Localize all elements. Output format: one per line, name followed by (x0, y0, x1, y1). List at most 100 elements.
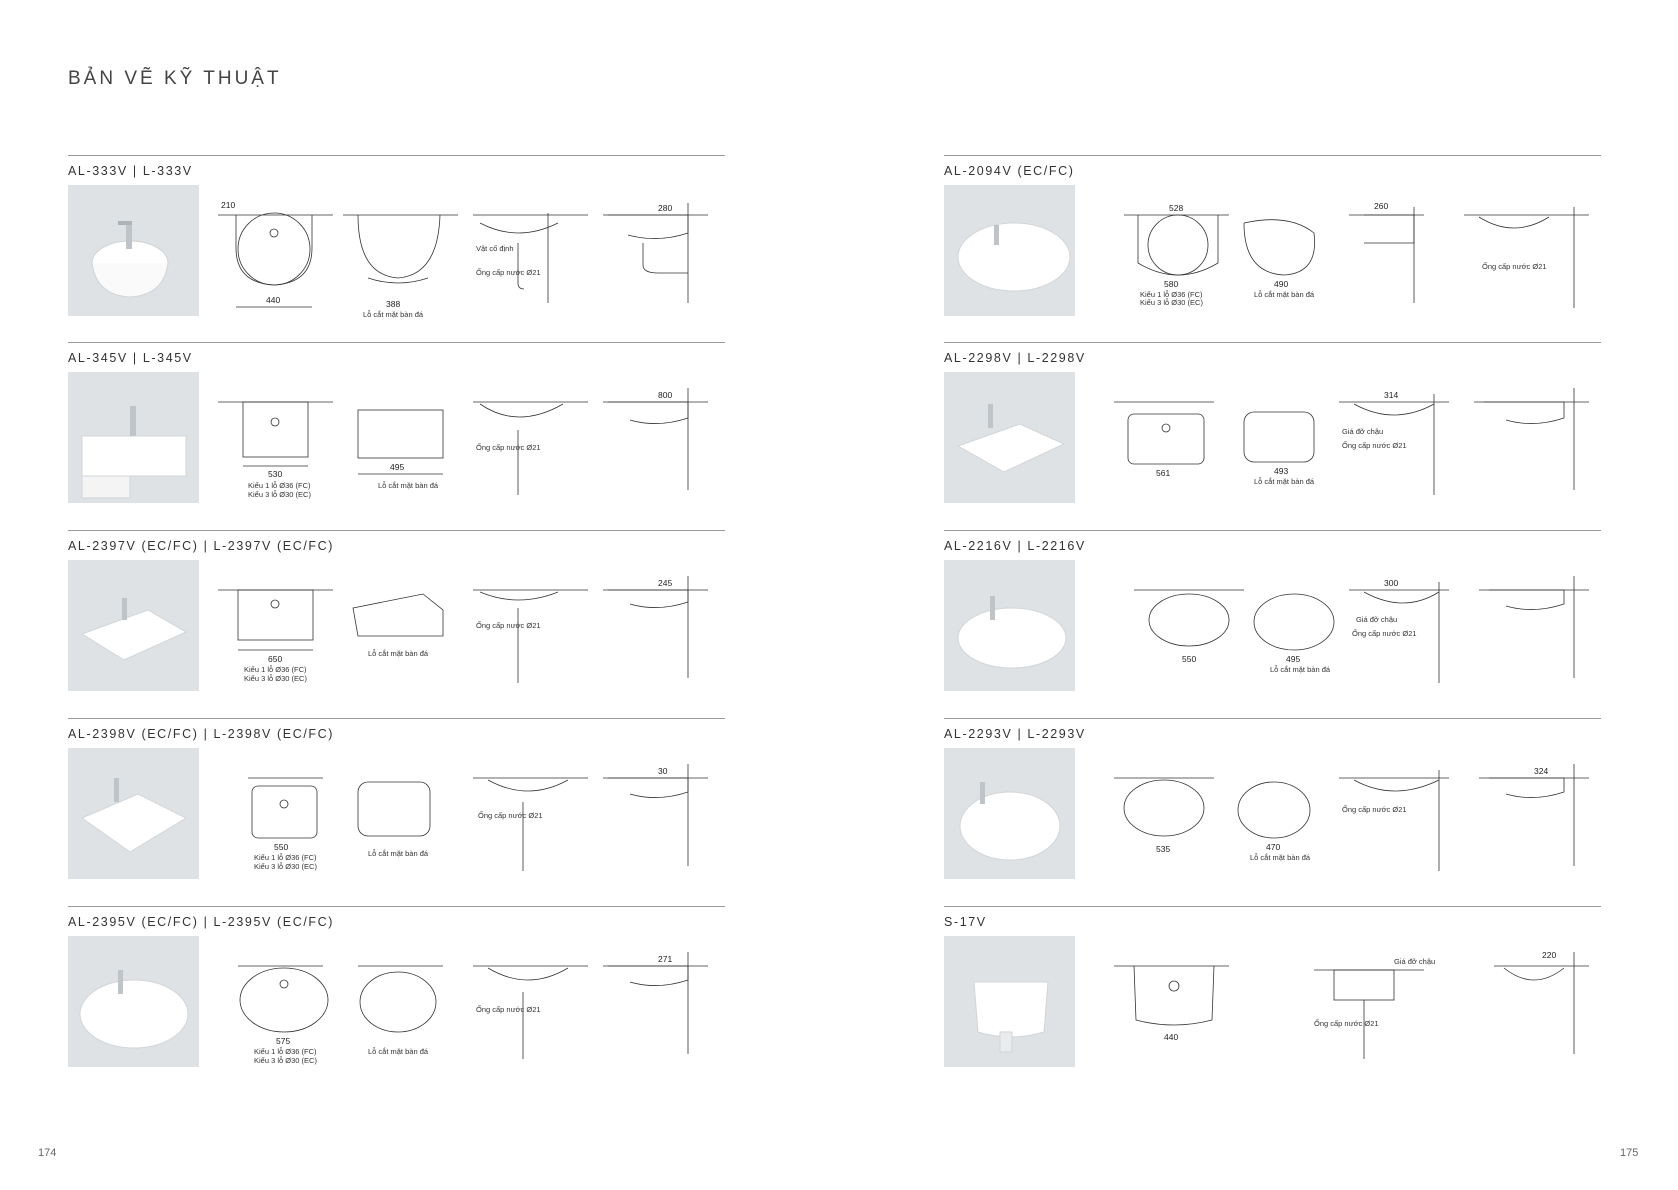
dim-width: 580 (1164, 279, 1178, 289)
dim-depth: 260 (1374, 201, 1388, 211)
supply-label: Ống cấp nước Ø21 (476, 267, 541, 277)
cutout-label: Lỗ cắt mặt bàn đá (1254, 477, 1315, 486)
dim-depth: 324 (1534, 766, 1548, 776)
technical-drawings: 535 470 Lỗ cắt mặt bàn đá Ống cấp nước Ø… (1094, 746, 1601, 886)
product-photo (944, 748, 1075, 879)
dim-cutout: 495 (1286, 654, 1300, 664)
product-photo (68, 748, 199, 879)
product-section-al2395: AL-2395V (EC/FC) | L-2395V (EC/FC) 575 (68, 906, 725, 1076)
hole-type-1: Kiểu 1 lỗ Ø36 (FC) (254, 853, 317, 862)
dim-width: 530 (268, 469, 282, 479)
cutout-label: Lỗ cắt mặt bàn đá (1254, 290, 1315, 299)
technical-drawings: 561 493 Lỗ cắt mặt bàn đá Giá đỡ chậu Ốn… (1094, 370, 1601, 510)
support-label: Giá đỡ chậu (1342, 427, 1383, 436)
supply-label: Ống cấp nước Ø21 (1342, 804, 1407, 814)
model-label: AL-333V | L-333V (68, 164, 193, 178)
section-divider (68, 906, 725, 907)
supply-label: Ống cấp nước Ø21 (1352, 628, 1417, 638)
product-section-al2216: AL-2216V | L-2216V 550 495 Lỗ cắt mặt bà… (944, 530, 1601, 700)
product-photo (944, 185, 1075, 316)
supply-label: Ống cấp nước Ø21 (476, 1004, 541, 1014)
product-photo (68, 185, 199, 316)
support-label: Giá đỡ chậu (1356, 615, 1397, 624)
technical-drawings: 575 Kiểu 1 lỗ Ø36 (FC) Kiểu 3 lỗ Ø30 (EC… (218, 934, 725, 1074)
model-label: AL-2293V | L-2293V (944, 727, 1086, 741)
model-label: S-17V (944, 915, 987, 929)
support-label: Giá đỡ chậu (1394, 957, 1435, 966)
section-divider (68, 342, 725, 343)
technical-drawings: 580 528 Kiểu 1 lỗ Ø36 (FC) Kiểu 3 lỗ Ø30… (1094, 183, 1601, 323)
dim-width: 550 (1182, 654, 1196, 664)
section-divider (944, 155, 1601, 156)
technical-drawings: 440 Giá đỡ chậu Ống cấp nước Ø21 220 (1094, 934, 1601, 1074)
product-photo (68, 372, 199, 503)
cutout-label: Lỗ cắt mặt bàn đá (368, 849, 429, 858)
technical-drawings: 440 210 388 Lỗ cắt mặt bàn đá Ống cấp nư… (218, 183, 725, 323)
section-divider (68, 530, 725, 531)
hole-type-3: Kiểu 3 lỗ Ø30 (EC) (1140, 298, 1203, 307)
model-label: AL-345V | L-345V (68, 351, 193, 365)
section-divider (68, 718, 725, 719)
model-label: AL-2216V | L-2216V (944, 539, 1086, 553)
supply-label: Ống cấp nước Ø21 (478, 810, 543, 820)
cutout-label: Lỗ cắt mặt bàn đá (378, 481, 439, 490)
cutout-label: Lỗ cắt mặt bàn đá (368, 649, 429, 658)
hole-type-1: Kiểu 1 lỗ Ø36 (FC) (1140, 290, 1203, 299)
supply-label: Ống cấp nước Ø21 (1342, 440, 1407, 450)
product-section-al2398: AL-2398V (EC/FC) | L-2398V (EC/FC) 550 K… (68, 718, 725, 888)
page-title: BẢN VẼ KỸ THUẬT (68, 68, 282, 89)
hole-type-1: Kiểu 1 lỗ Ø36 (FC) (244, 665, 307, 674)
cutout-label: Lỗ cắt mặt bàn đá (368, 1047, 429, 1056)
model-label: AL-2298V | L-2298V (944, 351, 1086, 365)
dim-cutout: 493 (1274, 466, 1288, 476)
dim-depth: 800 (658, 390, 672, 400)
dim-width: 535 (1156, 844, 1170, 854)
technical-drawings: 550 Kiểu 1 lỗ Ø36 (FC) Kiểu 3 lỗ Ø30 (EC… (218, 746, 725, 886)
dim-depth: 314 (1384, 390, 1398, 400)
dim-width: 650 (268, 654, 282, 664)
page-number-left: 174 (38, 1147, 57, 1159)
model-label: AL-2398V (EC/FC) | L-2398V (EC/FC) (68, 727, 335, 741)
product-photo (68, 936, 199, 1067)
page-number-right: 175 (1620, 1147, 1639, 1159)
supply-label: Ống cấp nước Ø21 (1314, 1018, 1379, 1028)
dim-height: 210 (221, 200, 235, 210)
dim-depth: 280 (658, 203, 672, 213)
dim-width: 550 (274, 842, 288, 852)
dim-depth: 245 (658, 578, 672, 588)
product-section-al333: AL-333V | L-333V (68, 155, 725, 325)
product-photo (68, 560, 199, 691)
dim-cutout: 490 (1274, 279, 1288, 289)
technical-drawings: 550 495 Lỗ cắt mặt bàn đá Giá đỡ chậu Ốn… (1094, 558, 1601, 698)
hole-type-1: Kiểu 1 lỗ Ø36 (FC) (254, 1047, 317, 1056)
hole-type-3: Kiểu 3 lỗ Ø30 (EC) (248, 490, 311, 499)
dim-top: 528 (1169, 203, 1183, 213)
cutout-label: Lỗ cắt mặt bàn đá (1270, 665, 1331, 674)
dim-depth: 300 (1384, 578, 1398, 588)
product-section-al2298: AL-2298V | L-2298V 561 493 Lỗ cắt mặt (944, 342, 1601, 512)
product-section-al2397: AL-2397V (EC/FC) | L-2397V (EC/FC) 650 (68, 530, 725, 700)
product-photo (944, 560, 1075, 691)
dim-cutout: 495 (390, 462, 404, 472)
hole-type-3: Kiểu 3 lỗ Ø30 (EC) (254, 1056, 317, 1065)
dim-depth: 30 (658, 766, 668, 776)
supply-label: Ống cấp nước Ø21 (476, 442, 541, 452)
product-section-al345: AL-345V | L-345V 530 (68, 342, 725, 512)
supply-label: Ống cấp nước Ø21 (1482, 261, 1547, 271)
cutout-label: Lỗ cắt mặt bàn đá (363, 310, 424, 319)
product-section-s17: S-17V 440 Giá đỡ chậu Ống cấp nước Ø21 2… (944, 906, 1601, 1076)
section-divider (68, 155, 725, 156)
hole-type-3: Kiểu 3 lỗ Ø30 (EC) (254, 862, 317, 871)
dim-width: 575 (276, 1036, 290, 1046)
section-divider (944, 906, 1601, 907)
model-label: AL-2395V (EC/FC) | L-2395V (EC/FC) (68, 915, 335, 929)
product-section-al2293: AL-2293V | L-2293V 535 470 Lỗ cắt mặt bà… (944, 718, 1601, 888)
cutout-label: Lỗ cắt mặt bàn đá (1250, 853, 1311, 862)
model-label: AL-2397V (EC/FC) | L-2397V (EC/FC) (68, 539, 335, 553)
section-divider (944, 530, 1601, 531)
section-divider (944, 342, 1601, 343)
product-photo (944, 372, 1075, 503)
section-divider (944, 718, 1601, 719)
fixture-label: Vật cố định (476, 244, 514, 253)
technical-drawings: 650 Kiểu 1 lỗ Ø36 (FC) Kiểu 3 lỗ Ø30 (EC… (218, 558, 725, 698)
